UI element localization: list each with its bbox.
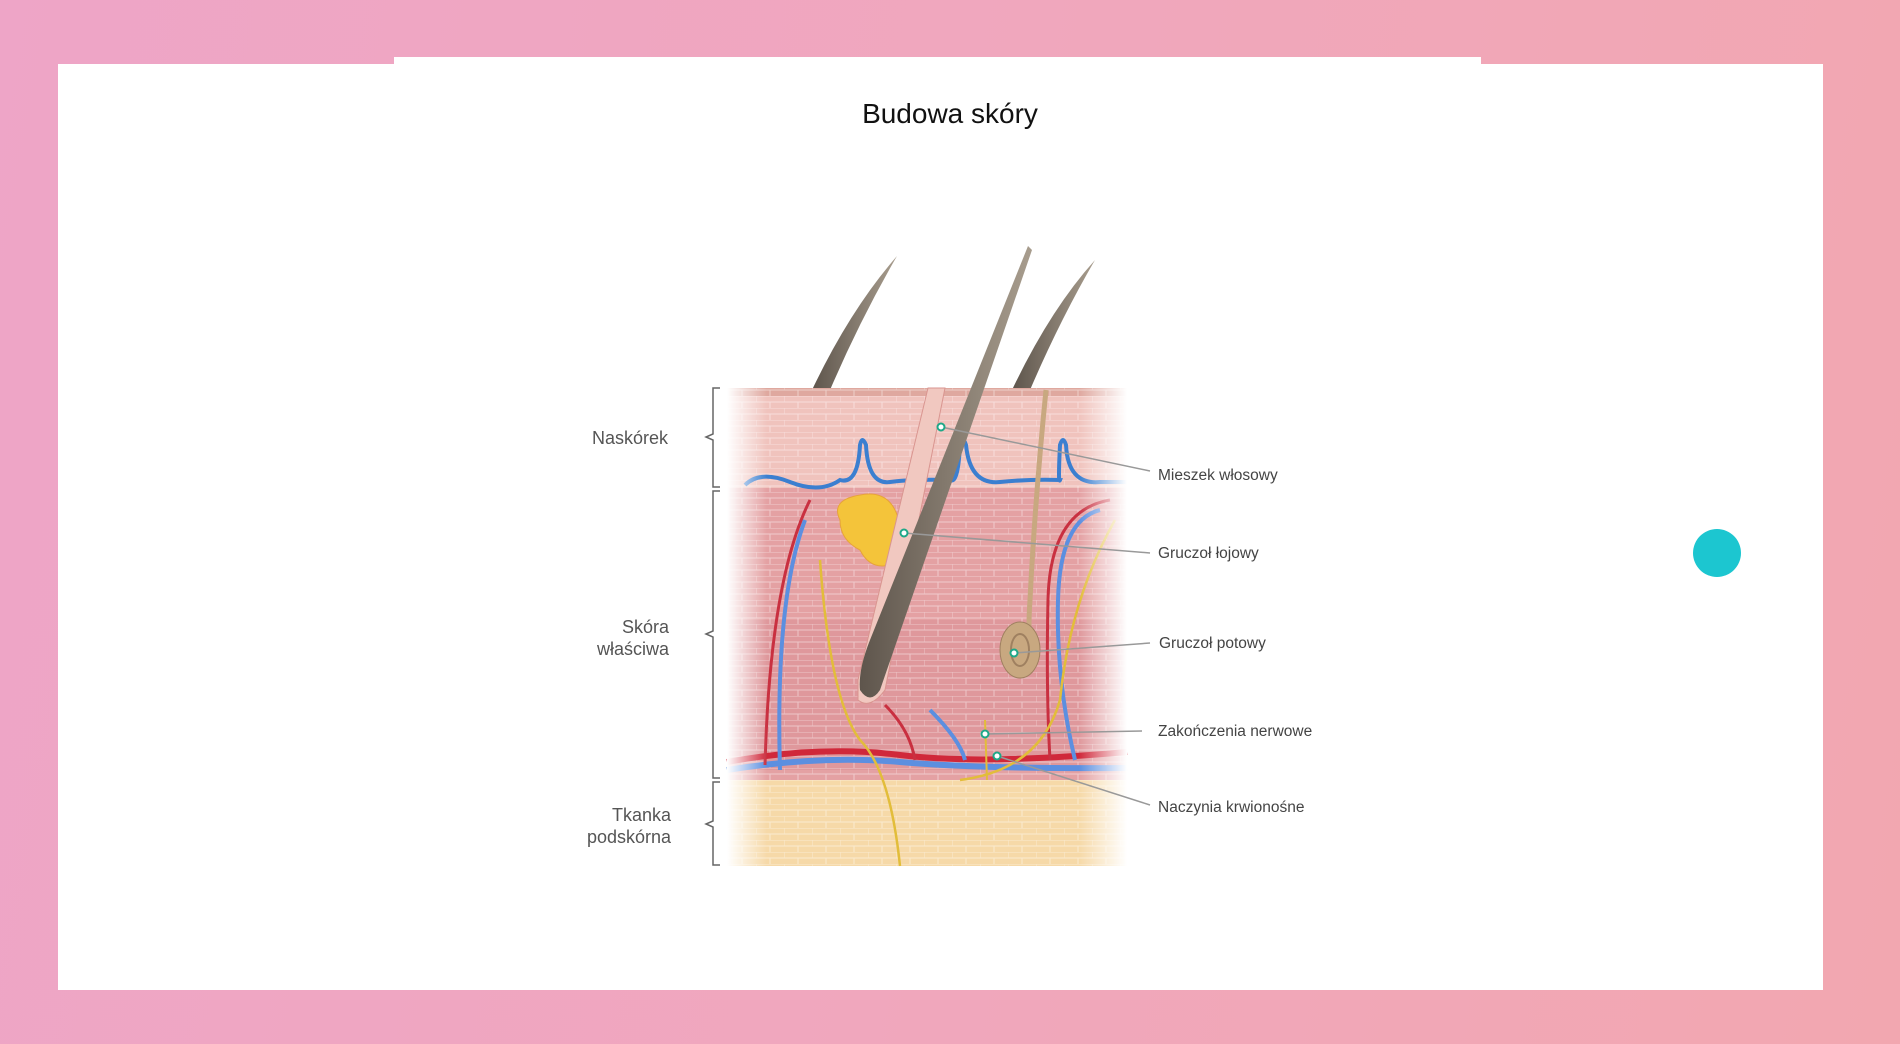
layer-brackets [704,387,720,866]
callout-sweat-gland: Gruczoł potowy [1159,635,1266,652]
label-dermis-line2: właściwa [596,639,669,659]
label-subcutaneous-line1: Tkanka [611,805,671,825]
panel-top-strip [394,57,1481,67]
page-title: Budowa skóry [862,98,1038,129]
hair-left [812,256,897,390]
label-dermis-line1: Skóra [621,617,669,637]
callout-nerve-endings: Zakończenia nerwowe [1158,723,1313,740]
callout-sebaceous-gland: Gruczoł łojowy [1158,545,1259,562]
leader-lines [903,426,1151,806]
callout-blood-vessels: Naczynia krwionośne [1158,799,1305,816]
callout-hair-follicle: Mieszek włosowy [1158,467,1278,484]
hair-right [1012,260,1095,390]
hotspot-button[interactable] [1693,529,1741,577]
label-epidermis: Naskórek [591,428,668,448]
label-subcutaneous-line2: podskórna [586,827,671,847]
pointer-dots [899,422,1019,761]
